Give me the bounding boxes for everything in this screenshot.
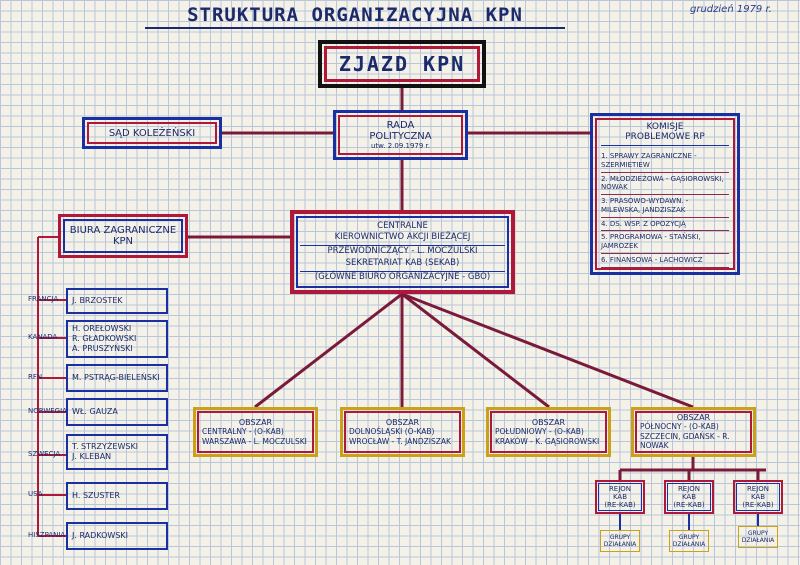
country-label: NORWEGIA: [28, 407, 67, 415]
grupy-dzialania-box: GRUPY DZIAŁANIA: [669, 530, 709, 552]
obszar-name: POŁUDNIOWY - (O-KAB): [495, 426, 584, 436]
foreign-office-box: H. SZUSTER: [66, 482, 168, 510]
biura-line2: KPN: [112, 236, 134, 247]
rejon-l2: KAB: [750, 492, 766, 501]
obszar-poludniowy-box: OBSZAR POŁUDNIOWY - (O-KAB) KRAKÓW - K. …: [486, 407, 611, 457]
komisja-item: 3. PRASOWO-WYDAWN. - MILEWSKA, JANDZISZA…: [601, 195, 729, 218]
ckab-line3: PRZEWODNICZĄCY - L. MOCZULSKI: [300, 245, 505, 257]
obszar-title: OBSZAR: [238, 417, 273, 427]
obszar-detail: KRAKÓW - K. GĄSIOROWSKI: [495, 436, 600, 446]
obszar-detail: WARSZAWA - L. MOCZULSKI: [202, 436, 307, 446]
biura-line1: BIURA ZAGRANICZNE: [69, 225, 177, 236]
grupy-dzialania-box: GRUPY DZIAŁANIA: [600, 530, 640, 552]
rejon-l3: (RE-KAB): [604, 501, 636, 510]
rejon-l3: (RE-KAB): [742, 501, 774, 510]
obszar-centralny-box: OBSZAR CENTRALNY - (O-KAB) WARSZAWA - L.…: [193, 407, 318, 457]
grupy-l2: DZIAŁANIA: [603, 541, 637, 548]
komisja-item: 6. FINANSOWA - LACHOWICZ: [601, 254, 729, 268]
country-label: USA: [28, 490, 43, 498]
foreign-office-box: WŁ. GAUZA: [66, 398, 168, 426]
komisja-item: 5. PROGRAMOWA - STAŃSKI, JAMROZEK: [601, 231, 729, 254]
rada-line3: utw. 2.09.1979 r.: [370, 142, 431, 150]
grupy-l1: GRUPY: [747, 529, 769, 537]
foreign-office-box: M. PSTRĄG-BIELEŃSKI: [66, 364, 168, 392]
rejon-l2: KAB: [681, 492, 697, 501]
country-label: KANADA: [28, 333, 58, 341]
rejon-kab-box: REJON KAB (RE-KAB): [664, 480, 714, 514]
rejon-l2: KAB: [612, 492, 628, 501]
obszar-dolnoslaski-box: OBSZAR DOLNOŚLĄSKI (O-KAB) WROCŁAW - T. …: [340, 407, 465, 457]
rejon-kab-box: REJON KAB (RE-KAB): [595, 480, 645, 514]
obszar-detail: WROCŁAW - T. JANDZISZAK: [349, 436, 451, 446]
komisja-item: 4. DS. WSP. Z OPOZYCJĄ: [601, 218, 729, 232]
grupy-l1: GRUPY: [678, 533, 700, 541]
zjazd-kpn-box: ZJAZD KPN: [318, 40, 486, 88]
obszar-detail: SZCZECIN, GDAŃSK - R. NOWAK: [640, 431, 730, 451]
rejon-l3: (RE-KAB): [673, 501, 705, 510]
rada-line1: RADA: [386, 120, 415, 131]
grupy-dzialania-box: GRUPY DZIAŁANIA: [738, 526, 778, 548]
komisje-header: KOMISJE PROBLEMOWE RP: [601, 122, 729, 146]
centralne-kierownictwo-box: CENTRALNE KIEROWNICTWO AKCJI BIEŻĄCEJ PR…: [290, 210, 515, 294]
country-label: HISZPANIA: [28, 531, 66, 539]
obszar-name: DOLNOŚLĄSKI (O-KAB): [349, 426, 435, 436]
page-title: STRUKTURA ORGANIZACYJNA KPN: [145, 4, 565, 29]
rada-line2: POLITYCZNA: [369, 131, 432, 142]
obszar-name: CENTRALNY - (O-KAB): [202, 426, 284, 436]
komisja-item: 2. MŁODZIEŻOWA - GĄSIOROWSKI, NOWAK: [601, 173, 729, 195]
date-note: grudzień 1979 r.: [690, 4, 772, 15]
ckab-line1: CENTRALNE: [377, 221, 428, 232]
rejon-l1: REJON: [677, 484, 701, 493]
foreign-office-box: H. OREŁOWSKI R. GŁADKOWSKI A. PRUSZYŃSKI: [66, 320, 168, 358]
obszar-name: PÓŁNOCNY - (O-KAB): [640, 421, 719, 431]
obszar-title: OBSZAR: [676, 412, 711, 422]
ckab-line4: SEKRETARIAT KAB (SEKAB): [345, 257, 460, 268]
komisje-problemowe-box: KOMISJE PROBLEMOWE RP 1. SPRAWY ZAGRANIC…: [590, 113, 740, 275]
rejon-l1: REJON: [746, 484, 770, 493]
komisja-item: 1. SPRAWY ZAGRANICZNE - SZERMIETIEW: [601, 150, 729, 173]
ckab-line5: (GŁÓWNE BIURO ORGANIZACYJNE - GBO): [300, 270, 505, 283]
country-label: FRANCJA: [28, 295, 59, 303]
grupy-l1: GRUPY: [609, 533, 631, 541]
country-label: RFN: [28, 373, 43, 381]
foreign-office-box: J. RADKOWSKI: [66, 522, 168, 550]
grupy-l2: DZIAŁANIA: [672, 541, 706, 548]
sad-kolezenski-box: SĄD KOLEŻEŃSKI: [82, 117, 222, 149]
komisje-head2: PROBLEMOWE RP: [625, 132, 705, 142]
rejon-l1: REJON: [608, 484, 632, 493]
country-label: SZWECJA: [28, 450, 61, 458]
ckab-line2: KIEROWNICTWO AKCJI BIEŻĄCEJ: [334, 232, 471, 243]
foreign-office-box: T. STRZYŻEWSKI J. KLEBAN: [66, 434, 168, 470]
biura-zagraniczne-box: BIURA ZAGRANICZNE KPN: [58, 214, 188, 258]
rejon-kab-box: REJON KAB (RE-KAB): [733, 480, 783, 514]
komisje-head1: KOMISJE: [646, 122, 684, 132]
obszar-title: OBSZAR: [385, 417, 420, 427]
foreign-office-box: J. BRZOSTEK: [66, 288, 168, 314]
rada-polityczna-box: RADA POLITYCZNA utw. 2.09.1979 r.: [333, 110, 468, 160]
obszar-title: OBSZAR: [531, 417, 566, 427]
obszar-polnocny-box: OBSZAR PÓŁNOCNY - (O-KAB) SZCZECIN, GDAŃ…: [631, 407, 756, 457]
grupy-l2: DZIAŁANIA: [741, 537, 775, 544]
